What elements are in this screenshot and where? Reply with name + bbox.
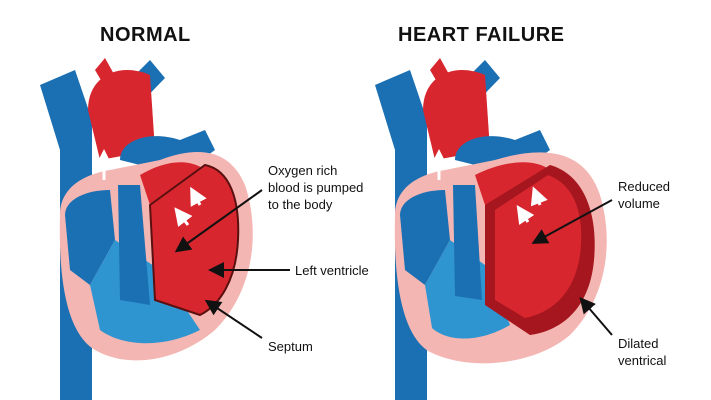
label-left-ventricle: Left ventricle: [295, 263, 369, 278]
label-dilated-ventricle-line-2: ventrical: [618, 353, 667, 368]
label-oxygen-rich-line-1: Oxygen rich: [268, 163, 338, 178]
heart-failure: [375, 58, 607, 400]
septum-column: [453, 185, 482, 300]
label-oxygen-rich: Oxygen rich blood is pumped to the body: [268, 162, 363, 213]
aorta-branch: [430, 58, 455, 92]
left-ventricle-inner: [495, 175, 582, 318]
label-septum: Septum: [268, 339, 313, 354]
oxygen-rich-pointer: [174, 189, 263, 253]
label-reduced-volume-line-1: Reduced: [618, 179, 671, 194]
lv-flow-arrow-2: [190, 186, 207, 207]
label-reduced-volume-line-2: volume: [618, 196, 660, 211]
label-reduced-volume: Reduced volume: [618, 178, 670, 212]
aorta-branch: [95, 58, 120, 92]
right-atrium: [400, 190, 450, 285]
title-normal: NORMAL: [100, 24, 191, 46]
lv-flow-arrow-2: [530, 186, 548, 207]
aorta: [88, 70, 155, 160]
title-heart-failure: HEART FAILURE: [398, 24, 565, 46]
label-oxygen-rich-line-3: to the body: [268, 197, 333, 212]
septum-pointer: [204, 299, 263, 339]
lv-flow-arrow-1: [174, 207, 193, 227]
label-oxygen-rich-line-2: blood is pumped: [268, 180, 364, 195]
label-dilated-ventricle: Dilated ventrical: [618, 335, 666, 369]
dilated-ventricle-pointer: [579, 296, 613, 336]
septum-column: [118, 185, 150, 305]
heart-normal: [40, 58, 253, 400]
aorta: [423, 70, 490, 160]
lv-flow-arrow-1: [516, 205, 535, 225]
right-atrium: [65, 190, 115, 285]
reduced-volume-pointer: [531, 199, 613, 244]
label-dilated-ventricle-line-1: Dilated: [618, 336, 659, 351]
